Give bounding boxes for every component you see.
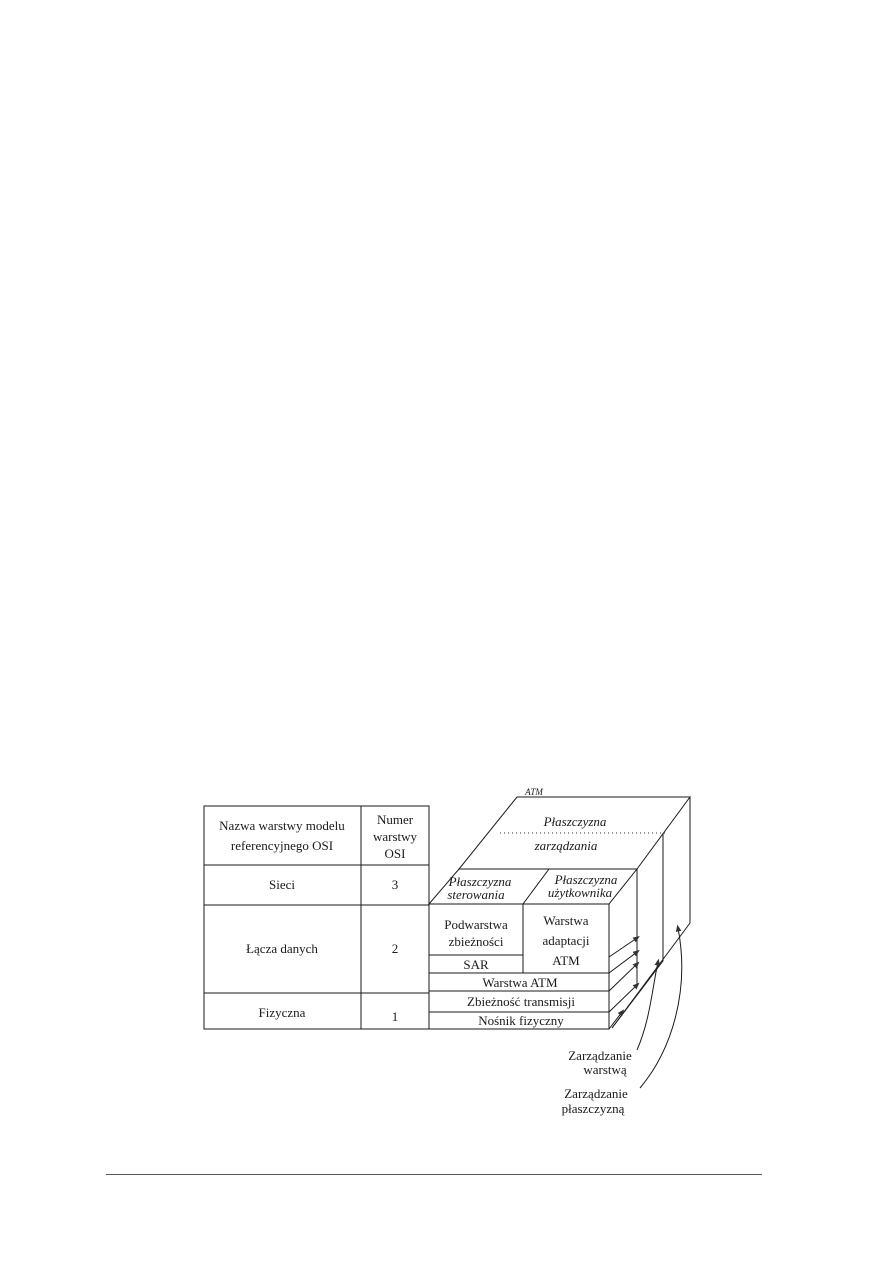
row-physical-number: 1 xyxy=(392,1009,399,1024)
control-plane-label-line2: sterowania xyxy=(447,887,505,902)
header-layer-number-line3: OSI xyxy=(385,846,406,861)
atm-layer-label: Warstwa ATM xyxy=(482,975,558,990)
control-user-plane-divider xyxy=(522,868,550,905)
side-layer-line xyxy=(608,936,640,958)
footer-rule xyxy=(106,1174,762,1175)
header-layer-number-line1: Numer xyxy=(377,812,414,827)
layer-management-label-line2: warstwą xyxy=(583,1062,627,1077)
management-plane-label-line1: Płaszczyzna xyxy=(543,814,607,829)
user-plane-label-line1: Płaszczyzna xyxy=(554,872,618,887)
layer-management-arrow xyxy=(636,958,661,1051)
adaptation-layer-label-line2: adaptacji xyxy=(543,933,590,948)
row-datalink-number: 2 xyxy=(392,941,399,956)
header-layer-name-line2: referencyjnego OSI xyxy=(231,838,333,853)
cube-middle-bottom-edge xyxy=(611,960,664,1029)
physical-medium-label: Nośnik fizyczny xyxy=(478,1013,564,1028)
sar-label: SAR xyxy=(463,957,489,972)
osi-table: Nazwa warstwy modelu referencyjnego OSI … xyxy=(203,805,430,1030)
side-layer-line xyxy=(608,961,640,992)
row-datalink-name: Łącza danych xyxy=(246,941,318,956)
row-network-name: Sieci xyxy=(269,877,295,892)
side-layer-line xyxy=(608,949,640,974)
management-plane-face xyxy=(457,796,691,870)
side-layer-line xyxy=(608,1009,625,1030)
layer-management-label-line1: Zarządzanie xyxy=(568,1048,632,1063)
atm-label: ATM xyxy=(524,787,543,797)
convergence-sublayer-label-line1: Podwarstwa xyxy=(444,917,508,932)
control-plane-label-line1: Płaszczyzna xyxy=(448,874,512,889)
header-layer-name-line1: Nazwa warstwy modelu xyxy=(219,818,345,833)
atm-cube: Płaszczyzna zarządzania Płaszczyzna ster… xyxy=(427,796,691,1030)
side-layer-line xyxy=(608,982,640,1013)
row-network-number: 3 xyxy=(392,877,399,892)
row-physical-name: Fizyczna xyxy=(259,1005,306,1020)
plane-management-label-line2: płaszczyzną xyxy=(562,1101,625,1116)
transmission-convergence-label: Zbieżność transmisji xyxy=(467,994,575,1009)
plane-management-arrow xyxy=(639,924,683,1089)
user-plane-label-line2: użytkownika xyxy=(548,885,613,900)
convergence-sublayer-label-line2: zbieżności xyxy=(449,934,504,949)
adaptation-layer-label-line3: ATM xyxy=(552,953,580,968)
header-layer-number-line2: warstwy xyxy=(373,829,418,844)
layer-stack-front-face xyxy=(428,903,610,1030)
management-plane-label-line2: zarządzania xyxy=(534,838,598,853)
plane-management-label-line1: Zarządzanie xyxy=(564,1086,628,1101)
adaptation-layer-label-line1: Warstwa xyxy=(543,913,588,928)
